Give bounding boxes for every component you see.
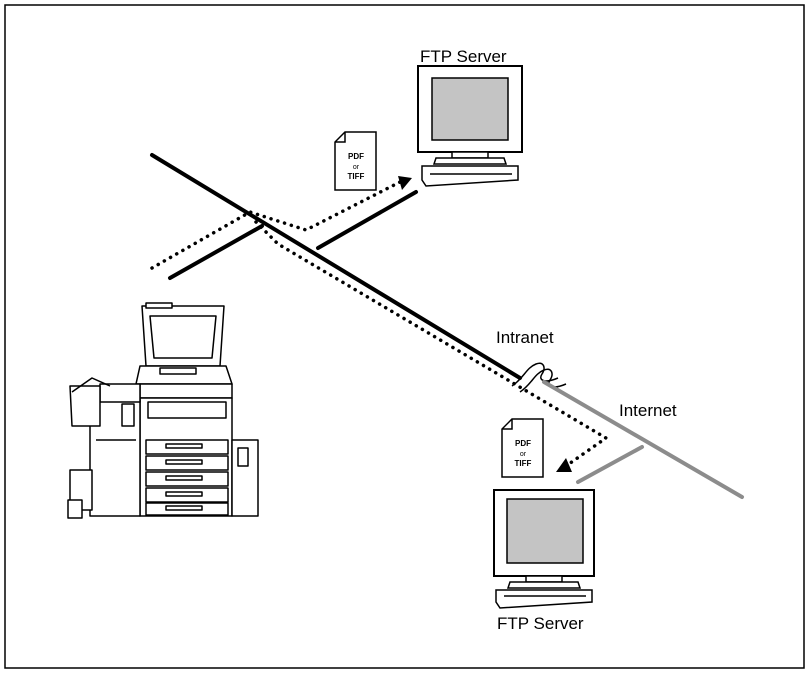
finisher-tray-lip <box>71 377 111 393</box>
data-flow-paths <box>150 180 610 468</box>
copier-cover-glass <box>149 315 217 359</box>
flow-path-to-bottom-ftp <box>254 220 610 468</box>
monitor-neck <box>451 151 489 159</box>
document-top-line2: or <box>353 164 360 171</box>
intranet-branch-printer <box>168 224 264 280</box>
document-bottom-line2: or <box>520 451 527 458</box>
document-fold <box>502 419 513 430</box>
ftp-server-top <box>417 65 523 187</box>
internet-backbone-line <box>542 380 744 499</box>
monitor-stand <box>432 157 508 165</box>
document-top: PDF or TIFF <box>334 131 377 191</box>
document-bottom-line3: TIFF <box>515 459 532 468</box>
copier-output-area <box>139 383 233 399</box>
finisher-output-tray-upper <box>69 385 101 427</box>
computer-base <box>495 589 593 609</box>
ftp-server-top-label: FTP Server <box>420 47 507 66</box>
document-bottom: PDF or TIFF <box>501 418 544 478</box>
tray-handle-3 <box>165 475 203 481</box>
document-page <box>334 131 377 191</box>
intranet-network <box>150 153 522 380</box>
tray-handle-4 <box>165 491 203 497</box>
document-top-line3: TIFF <box>348 172 365 181</box>
arrowhead-bottom <box>556 458 572 472</box>
flow-path-to-top-ftp <box>150 180 402 270</box>
document-bottom-line1: PDF <box>515 439 531 448</box>
tray-handle-2 <box>165 459 203 465</box>
monitor-screen <box>431 77 509 141</box>
intranet-backbone-line <box>150 153 522 380</box>
internet-branch-ftp <box>576 445 644 484</box>
tray-handle-5 <box>165 505 203 511</box>
intranet-label: Intranet <box>496 328 554 347</box>
monitor-neck <box>525 575 563 583</box>
copier-machine <box>67 302 259 519</box>
copier-cover-hinge <box>145 302 173 309</box>
ftp-server-bottom-label: FTP Server <box>497 614 584 633</box>
internet-network <box>542 380 744 499</box>
ftp-server-bottom <box>493 489 595 609</box>
monitor-screen <box>506 498 584 564</box>
copier-front-panel <box>147 401 227 419</box>
cassette-indicator <box>237 447 249 467</box>
finisher-top <box>99 383 141 403</box>
tray-handle-1 <box>165 443 203 449</box>
finisher-panel <box>121 403 135 427</box>
document-page <box>501 418 544 478</box>
finisher-foot <box>67 499 83 519</box>
computer-base <box>421 165 519 187</box>
arrowhead-top <box>398 176 412 190</box>
diagram-frame <box>4 4 805 669</box>
monitor-stand <box>506 581 582 589</box>
internet-label: Internet <box>619 401 677 420</box>
intranet-branch-ftp <box>316 190 418 250</box>
copier-control-panel <box>159 367 197 375</box>
document-fold <box>335 132 346 143</box>
document-top-line1: PDF <box>348 152 364 161</box>
